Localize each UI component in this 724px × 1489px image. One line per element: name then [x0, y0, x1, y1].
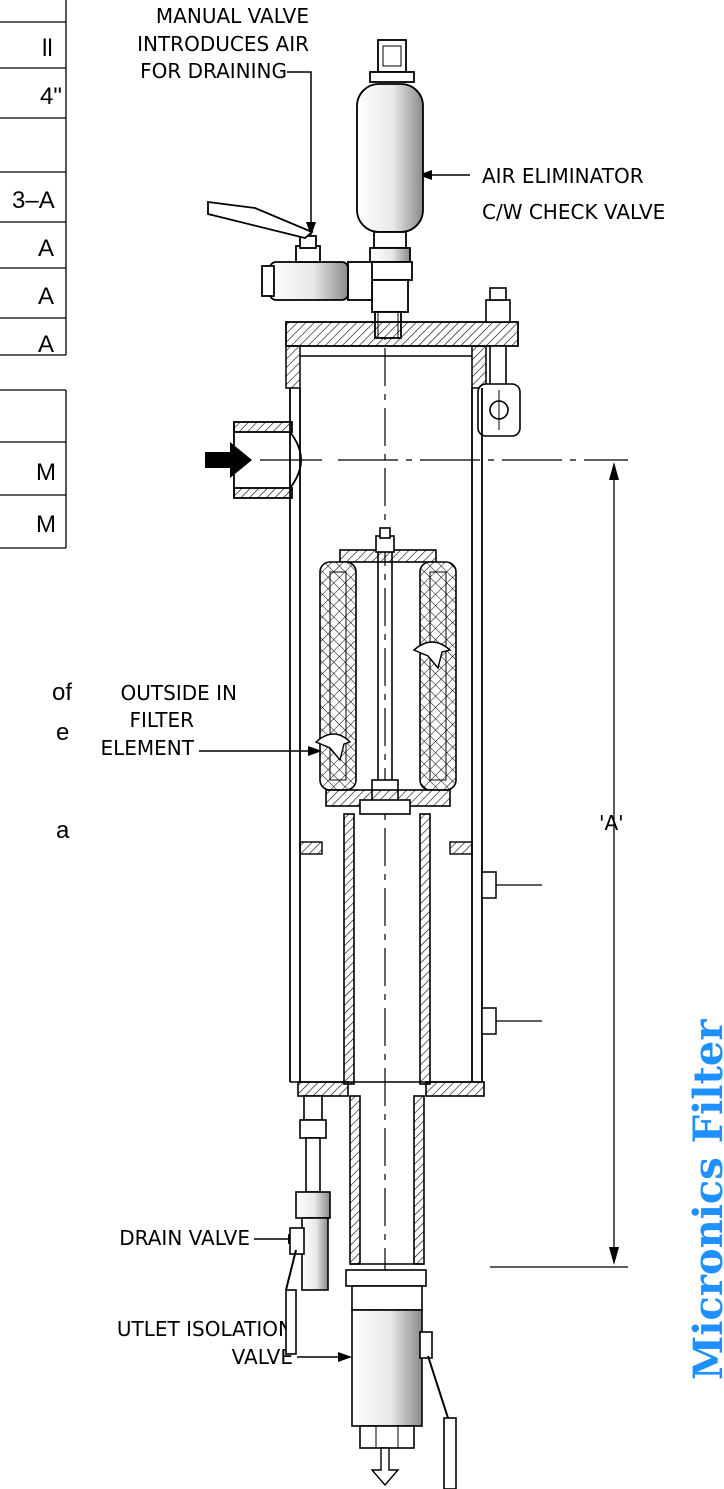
manual-valve[interactable] — [207, 200, 349, 301]
dimension-a-label: 'A' — [599, 811, 624, 835]
element-support-right — [449, 841, 473, 855]
svg-text:VALVE: VALVE — [232, 1345, 293, 1369]
dimension-arrow-top — [609, 462, 619, 480]
table-cell: A — [38, 235, 54, 262]
top-flange-left-lip — [285, 345, 301, 389]
svg-text:OUTSIDE IN: OUTSIDE IN — [121, 681, 237, 705]
outlet-pipe — [349, 1095, 425, 1265]
table-cell: A — [38, 283, 54, 310]
top-flange — [285, 321, 519, 347]
body-text-fragment: of — [52, 679, 72, 706]
table-cell: M — [36, 511, 56, 538]
svg-text:FILTER: FILTER — [129, 708, 194, 732]
air-eliminator — [356, 39, 424, 263]
outlet-arrow — [370, 1447, 400, 1487]
label-drain-valve: DRAIN VALVE — [119, 1226, 250, 1250]
table-cell: 3–A — [12, 187, 55, 214]
dimension-a — [490, 459, 628, 1268]
arrowhead — [306, 222, 316, 236]
arrowhead — [418, 170, 432, 180]
top-flange-right-lip — [471, 345, 487, 389]
bottom-head-left — [297, 1081, 349, 1097]
label-manual-valve: MANUAL VALVE INTRODUCES AIR FOR DRAINING — [137, 4, 309, 83]
outlet-isolation-valve[interactable] — [345, 1269, 457, 1489]
flow-arrow — [412, 641, 452, 670]
inlet-arrow — [205, 442, 252, 478]
gauge-port — [481, 871, 497, 1035]
housing-shell — [289, 388, 483, 1082]
element-support-left — [299, 841, 323, 855]
drain-valve[interactable] — [285, 1095, 331, 1355]
table-cell: ll — [42, 35, 53, 62]
svg-text:AIR ELIMINATOR: AIR ELIMINATOR — [482, 164, 644, 188]
arrowhead — [308, 746, 322, 756]
svg-text:MANUAL VALVE: MANUAL VALVE — [156, 4, 309, 28]
dimension-arrow-bottom — [609, 1247, 619, 1265]
svg-text:DRAIN VALVE: DRAIN VALVE — [119, 1226, 250, 1250]
leader-manual-valve — [287, 71, 312, 230]
label-air-eliminator: AIR ELIMINATOR C/W CHECK VALVE — [482, 164, 665, 224]
bottom-head-right — [425, 1081, 485, 1097]
filter-element — [319, 527, 457, 815]
arrowhead — [338, 1352, 352, 1362]
svg-text:ELEMENT: ELEMENT — [101, 736, 195, 760]
standpipe — [343, 813, 431, 1085]
svg-text:FOR DRAINING: FOR DRAINING — [140, 59, 287, 83]
svg-text:UTLET ISOLATION: UTLET ISOLATION — [117, 1317, 293, 1341]
spec-table — [0, 0, 67, 549]
flow-arrow — [314, 733, 352, 762]
svg-text:C/W CHECK VALVE: C/W CHECK VALVE — [482, 200, 665, 224]
table-cell: A — [38, 331, 54, 358]
table-cell: 4" — [40, 83, 62, 110]
svg-text:INTRODUCES AIR: INTRODUCES AIR — [137, 32, 309, 56]
table-cell: M — [36, 459, 56, 486]
brand-logo-text: Micronics Filter — [685, 1019, 724, 1380]
swing-bolt — [477, 287, 521, 437]
label-outlet-isolation-valve: UTLET ISOLATION VALVE — [117, 1317, 293, 1369]
body-text-fragment: e — [56, 719, 69, 746]
label-filter-element: OUTSIDE IN FILTER ELEMENT — [101, 681, 238, 760]
body-text-fragment: a — [56, 817, 70, 844]
